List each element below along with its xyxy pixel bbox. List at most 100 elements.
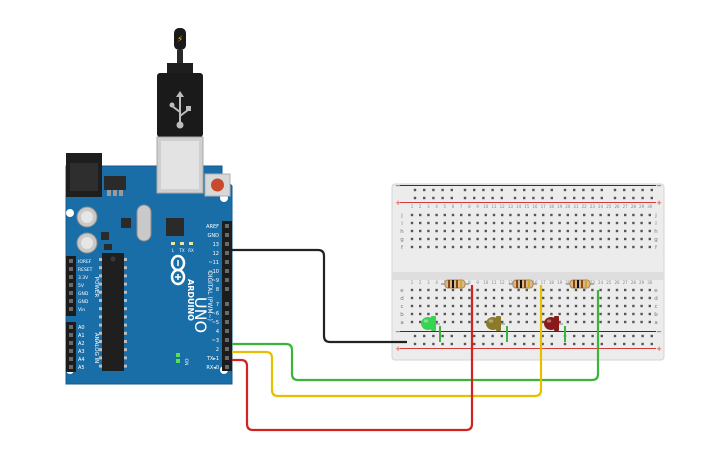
breadboard-hole[interactable] — [491, 188, 494, 192]
header-pin[interactable] — [225, 347, 229, 351]
breadboard-hole[interactable] — [607, 304, 610, 308]
breadboard-hole[interactable] — [624, 312, 627, 316]
breadboard-hole[interactable] — [435, 221, 438, 225]
breadboard-hole[interactable] — [451, 296, 455, 300]
breadboard-hole[interactable] — [648, 288, 651, 292]
breadboard-hole[interactable] — [525, 296, 528, 300]
breadboard-hole[interactable] — [423, 188, 426, 192]
breadboard-hole[interactable] — [513, 342, 517, 346]
breadboard-hole[interactable] — [473, 188, 476, 192]
header-pin[interactable] — [225, 302, 229, 306]
breadboard-hole[interactable] — [476, 296, 479, 300]
breadboard-hole[interactable] — [532, 196, 535, 200]
breadboard-hole[interactable] — [492, 213, 496, 217]
breadboard-hole[interactable] — [582, 342, 585, 346]
breadboard-hole[interactable] — [600, 188, 603, 192]
breadboard-hole[interactable] — [517, 229, 520, 233]
breadboard-hole[interactable] — [613, 334, 617, 338]
breadboard-hole[interactable] — [419, 245, 422, 249]
breadboard-hole[interactable] — [484, 245, 487, 249]
breadboard-hole[interactable] — [599, 312, 602, 316]
wire-green[interactable] — [232, 290, 600, 382]
breadboard-hole[interactable] — [550, 304, 553, 308]
breadboard-hole[interactable] — [423, 342, 426, 346]
breadboard-hole[interactable] — [460, 213, 463, 217]
breadboard-hole[interactable] — [427, 296, 430, 300]
breadboard-hole[interactable] — [623, 342, 626, 346]
breadboard-hole[interactable] — [419, 213, 422, 217]
breadboard-hole[interactable] — [476, 312, 479, 316]
breadboard-hole[interactable] — [500, 342, 503, 346]
breadboard-hole[interactable] — [574, 296, 578, 300]
breadboard-hole[interactable] — [563, 196, 567, 200]
breadboard-hole[interactable] — [591, 229, 594, 233]
breadboard-hole[interactable] — [632, 221, 635, 225]
breadboard-hole[interactable] — [435, 296, 438, 300]
breadboard-hole[interactable] — [443, 245, 446, 249]
header-pin[interactable] — [69, 341, 73, 345]
breadboard-hole[interactable] — [450, 188, 453, 192]
breadboard-hole[interactable] — [443, 288, 446, 292]
header-pin[interactable] — [225, 329, 229, 333]
breadboard-hole[interactable] — [574, 288, 578, 292]
breadboard-hole[interactable] — [550, 288, 553, 292]
breadboard-hole[interactable] — [599, 288, 602, 292]
breadboard-hole[interactable] — [574, 312, 578, 316]
header-pin[interactable] — [225, 251, 229, 255]
breadboard-hole[interactable] — [632, 245, 635, 249]
header-pin[interactable] — [69, 275, 73, 279]
breadboard-hole[interactable] — [501, 288, 504, 292]
breadboard-hole[interactable] — [443, 304, 446, 308]
breadboard-hole[interactable] — [640, 312, 643, 316]
breadboard-hole[interactable] — [460, 304, 463, 308]
breadboard-hole[interactable] — [615, 221, 619, 225]
breadboard-hole[interactable] — [460, 245, 463, 249]
reset-button-cap[interactable] — [211, 178, 224, 192]
breadboard-hole[interactable] — [615, 312, 619, 316]
breadboard-hole[interactable] — [435, 304, 438, 308]
breadboard-hole[interactable] — [615, 304, 619, 308]
breadboard-holes[interactable] — [410, 188, 653, 346]
breadboard-hole[interactable] — [640, 229, 643, 233]
breadboard-hole[interactable] — [427, 221, 430, 225]
breadboard-hole[interactable] — [583, 320, 586, 324]
header-pin[interactable] — [69, 349, 73, 353]
breadboard-hole[interactable] — [599, 245, 602, 249]
breadboard-hole[interactable] — [509, 229, 512, 233]
breadboard-hole[interactable] — [492, 312, 496, 316]
breadboard-hole[interactable] — [641, 334, 644, 338]
breadboard-hole[interactable] — [463, 334, 467, 338]
breadboard-hole[interactable] — [435, 288, 438, 292]
breadboard-hole[interactable] — [591, 221, 594, 225]
breadboard-hole[interactable] — [550, 342, 553, 346]
breadboard-hole[interactable] — [435, 229, 438, 233]
breadboard-hole[interactable] — [410, 304, 414, 308]
breadboard-hole[interactable] — [550, 245, 553, 249]
breadboard-hole[interactable] — [558, 237, 561, 241]
breadboard-hole[interactable] — [432, 188, 435, 192]
breadboard-hole[interactable] — [484, 229, 487, 233]
breadboard-hole[interactable] — [640, 304, 643, 308]
breadboard-hole[interactable] — [423, 334, 426, 338]
breadboard-hole[interactable] — [517, 245, 520, 249]
breadboard-hole[interactable] — [542, 312, 545, 316]
breadboard-hole[interactable] — [450, 342, 453, 346]
breadboard-hole[interactable] — [509, 221, 512, 225]
breadboard-hole[interactable] — [648, 304, 651, 308]
breadboard-hole[interactable] — [640, 213, 643, 217]
breadboard-hole[interactable] — [460, 320, 463, 324]
breadboard-hole[interactable] — [419, 296, 422, 300]
breadboard-hole[interactable] — [623, 188, 626, 192]
breadboard-hole[interactable] — [451, 213, 455, 217]
breadboard-hole[interactable] — [650, 334, 653, 338]
breadboard-hole[interactable] — [566, 237, 569, 241]
breadboard-hole[interactable] — [591, 237, 594, 241]
breadboard-hole[interactable] — [615, 296, 619, 300]
wire-black[interactable] — [232, 248, 407, 344]
breadboard-hole[interactable] — [468, 288, 471, 292]
breadboard-hole[interactable] — [648, 245, 651, 249]
breadboard-hole[interactable] — [443, 296, 446, 300]
wire-yellow[interactable] — [232, 285, 543, 398]
breadboard-hole[interactable] — [532, 342, 535, 346]
breadboard-hole[interactable] — [624, 245, 627, 249]
